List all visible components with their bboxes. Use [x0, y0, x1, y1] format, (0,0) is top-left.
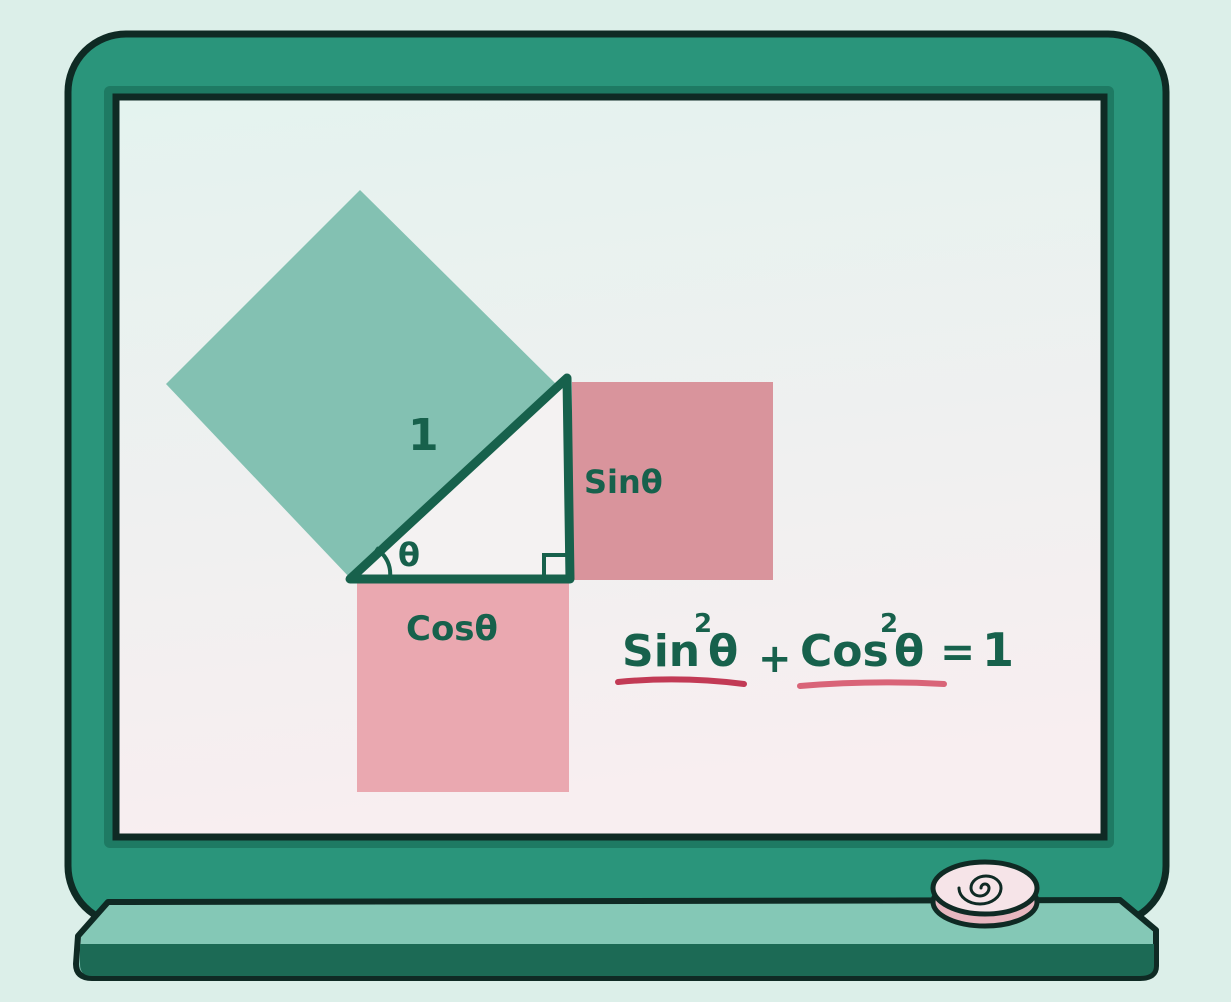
eq-equals: =: [940, 627, 975, 676]
eq-cos-exponent: 2: [880, 609, 898, 639]
angle-arc: [374, 546, 393, 579]
eq-cos-theta: θ: [894, 626, 924, 677]
eq-cos: Cos: [800, 626, 889, 677]
hypotenuse-square: [166, 190, 556, 578]
right-triangle: [345, 373, 575, 584]
eq-sin-theta: θ: [708, 626, 738, 677]
adjacent-label: Cosθ: [406, 609, 498, 649]
sin-underline: [615, 676, 747, 687]
identity-equation: Sin 2 θ + Cos 2 θ = 1: [615, 609, 1014, 689]
sin-square: [572, 382, 773, 580]
angle-label: θ: [398, 536, 420, 574]
opposite-label: Sinθ: [584, 463, 663, 501]
eq-rhs: 1: [982, 623, 1014, 677]
cos-underline: [797, 679, 947, 689]
cos-square: [357, 580, 569, 792]
eq-plus: +: [758, 636, 792, 682]
right-angle-marker: [542, 553, 568, 579]
hypotenuse-label: 1: [408, 410, 439, 461]
eq-sin-exponent: 2: [694, 609, 712, 639]
eq-sin: Sin: [622, 626, 700, 677]
chalk-tray-front: [80, 944, 1154, 976]
swirl-eraser-icon[interactable]: [930, 859, 1040, 929]
